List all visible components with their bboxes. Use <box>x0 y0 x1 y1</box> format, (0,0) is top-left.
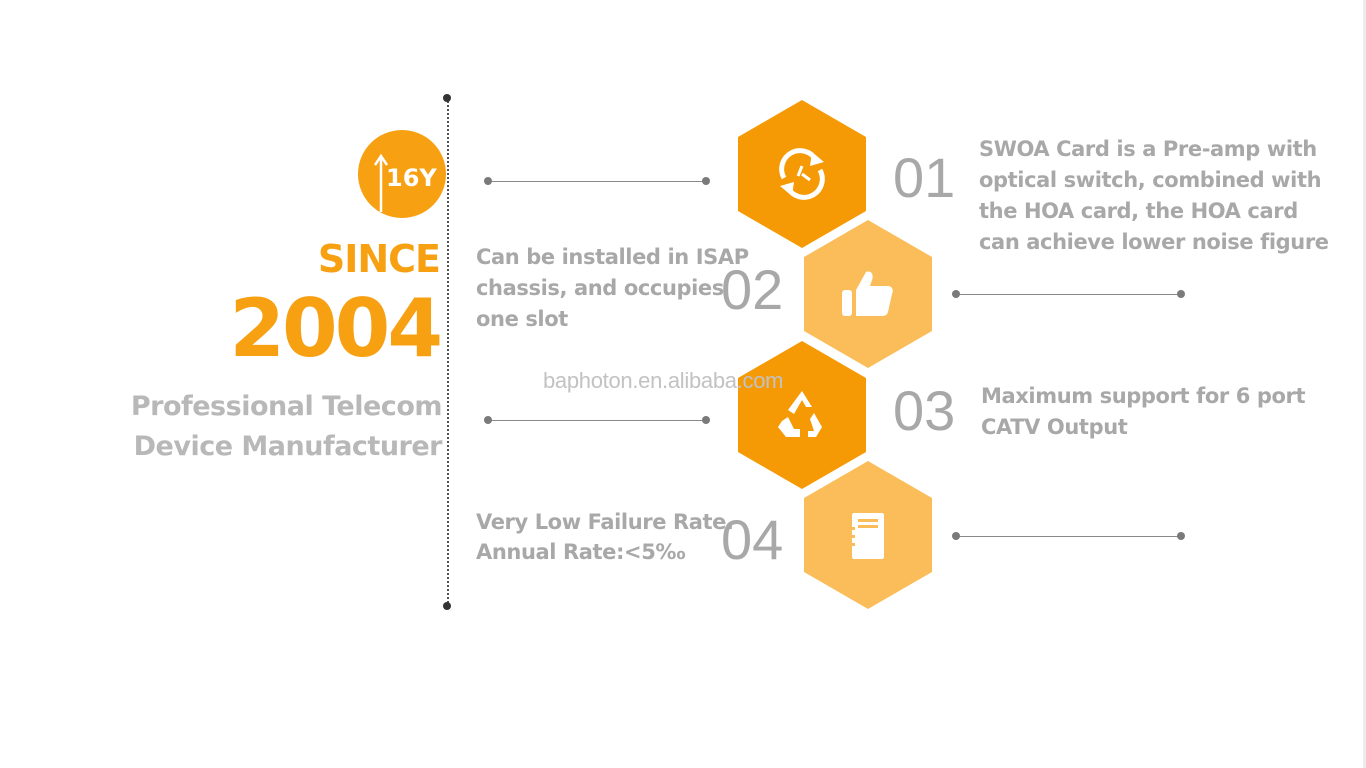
feature-hexagon-01 <box>738 100 866 248</box>
connector-dot <box>952 532 960 540</box>
connector-line <box>488 181 706 182</box>
description-line: chassis, and occupies <box>476 276 724 300</box>
since-label: SINCE <box>317 237 441 281</box>
description-line: the HOA card, the HOA card <box>979 199 1298 223</box>
feature-description-01: SWOA Card is a Pre-amp with optical swit… <box>979 134 1329 258</box>
up-arrow-icon <box>374 153 388 212</box>
feature-description-03: Maximum support for 6 port CATV Output <box>981 381 1305 443</box>
connector-dot <box>702 177 710 185</box>
connector-dot <box>484 416 492 424</box>
feature-hexagon-04 <box>804 461 932 609</box>
description-line: Very Low Failure Rate. <box>476 510 734 534</box>
feature-description-04: Very Low Failure Rate. Annual Rate:<5‰ <box>476 507 734 567</box>
connector-dot <box>702 416 710 424</box>
connector-dot <box>1177 532 1185 540</box>
description-line: CATV Output <box>981 415 1128 439</box>
connector-dot <box>1177 290 1185 298</box>
connector-line <box>956 536 1182 537</box>
feature-number-03: 03 <box>893 379 956 442</box>
feature-hexagon-03 <box>738 341 866 489</box>
feature-number-04: 04 <box>721 508 784 571</box>
tagline-line: Device Manufacturer <box>133 431 443 462</box>
thumbs-up-icon <box>842 271 893 316</box>
notebook-icon <box>849 513 884 559</box>
feature-hexagon-02 <box>804 220 932 368</box>
description-line: Can be installed in ISAP <box>476 245 749 269</box>
timeline-dot <box>443 94 451 102</box>
connector-dot <box>484 177 492 185</box>
refresh-icon <box>779 148 825 200</box>
years-badge: 16Y <box>358 130 446 218</box>
description-line: Maximum support for 6 port <box>981 384 1306 408</box>
feature-number-02: 02 <box>721 258 784 321</box>
description-line: one slot <box>476 307 568 331</box>
feature-description-02: Can be installed in ISAP chassis, and oc… <box>476 242 749 335</box>
timeline-dot <box>443 602 451 610</box>
tagline-line: Professional Telecom <box>130 391 443 422</box>
timeline-line <box>447 98 449 606</box>
connector-line <box>488 420 706 421</box>
feature-number-01: 01 <box>893 146 956 209</box>
watermark-text: baphoton.en.alibaba.com <box>543 368 784 393</box>
badge-label: 16Y <box>386 164 437 192</box>
description-line: Annual Rate:<5‰ <box>476 540 686 564</box>
connector-dot <box>952 290 960 298</box>
description-line: optical switch, combined with <box>979 168 1322 192</box>
description-line: SWOA Card is a Pre-amp with <box>979 137 1317 161</box>
company-tagline: Professional Telecom Device Manufacturer <box>120 387 443 467</box>
founding-year: 2004 <box>229 282 443 375</box>
description-line: can achieve lower noise figure <box>979 230 1329 254</box>
connector-line <box>956 294 1182 295</box>
scrollbar[interactable] <box>1363 0 1366 768</box>
recycle-icon <box>778 391 822 437</box>
